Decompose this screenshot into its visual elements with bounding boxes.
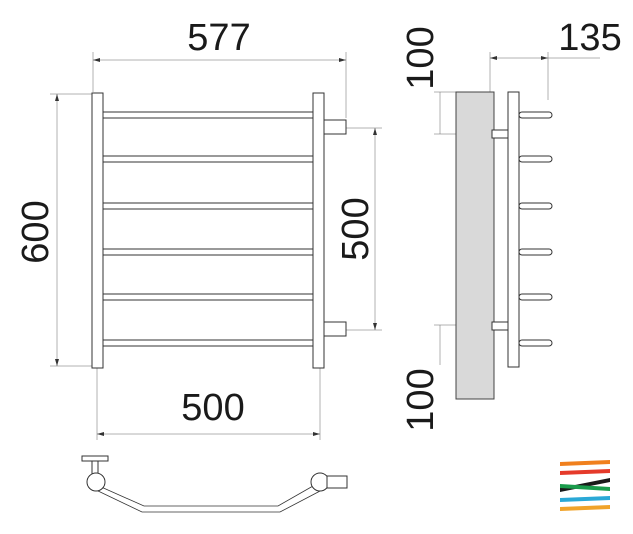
dim-center-distance: 500 bbox=[335, 197, 377, 260]
side-rung-ends bbox=[518, 111, 553, 347]
logo-stripe bbox=[560, 469, 610, 475]
dim-height-left: 600 bbox=[15, 200, 57, 263]
front-view: 577 600 500 500 bbox=[15, 17, 382, 440]
rung bbox=[96, 111, 318, 119]
rung bbox=[96, 202, 318, 210]
dim-offset-bottom: 100 bbox=[400, 368, 442, 431]
top-view bbox=[81, 455, 348, 513]
dim-width-top: 577 bbox=[187, 17, 250, 59]
top-view-rail bbox=[89, 481, 321, 507]
wall-bracket bbox=[81, 455, 109, 462]
dim-width-bottom: 500 bbox=[181, 387, 244, 429]
brand-logo bbox=[560, 460, 610, 511]
left-post bbox=[91, 92, 104, 369]
left-joint bbox=[86, 472, 106, 492]
right-post bbox=[312, 92, 325, 369]
rung bbox=[96, 248, 318, 256]
logo-stripe bbox=[560, 496, 610, 502]
side-view: 135 100 100 bbox=[400, 17, 622, 432]
dim-depth: 135 bbox=[558, 17, 621, 59]
lower-stud bbox=[491, 321, 509, 331]
bottom-connection bbox=[323, 321, 347, 337]
right-joint bbox=[310, 472, 330, 492]
rung bbox=[96, 155, 318, 163]
top-connection bbox=[323, 119, 347, 135]
connection-outlet bbox=[326, 475, 348, 489]
dim-offset-top: 100 bbox=[400, 26, 442, 89]
logo-stripe bbox=[560, 484, 610, 491]
rungs bbox=[96, 111, 318, 347]
upper-stud bbox=[491, 129, 509, 139]
rung bbox=[96, 339, 318, 347]
logo-stripe bbox=[560, 505, 610, 511]
logo-stripe bbox=[560, 460, 610, 466]
wall-block bbox=[455, 91, 495, 400]
rung bbox=[96, 293, 318, 301]
side-post bbox=[507, 91, 520, 368]
